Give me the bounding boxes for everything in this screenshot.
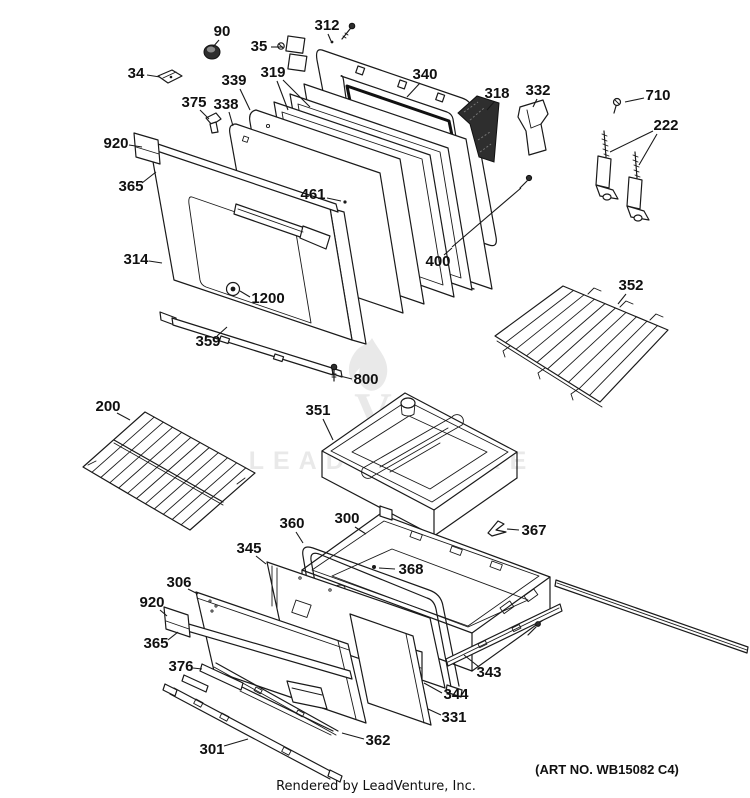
part-label-35: 35	[251, 38, 268, 55]
part-label-365a: 365	[118, 178, 143, 195]
flame-icon	[348, 338, 388, 391]
part-222-hinge-right	[626, 151, 650, 222]
part-label-375: 375	[181, 94, 206, 111]
part-400-screw	[451, 174, 533, 248]
part-label-461: 461	[300, 186, 325, 203]
part-label-1200: 1200	[251, 290, 284, 307]
part-312-screw	[330, 22, 356, 44]
door-handle	[233, 203, 331, 250]
part-label-319: 319	[260, 64, 285, 81]
part-label-222: 222	[653, 117, 678, 134]
part-label-343: 343	[476, 664, 501, 681]
part-461-screw	[343, 200, 347, 204]
part-number-labels: 90 34 35 312 319 339 340 318 332 710 222…	[95, 17, 678, 758]
part-label-920a: 920	[103, 135, 128, 152]
part-label-360: 360	[279, 515, 304, 532]
part-label-800: 800	[353, 371, 378, 388]
part-label-34: 34	[128, 65, 145, 82]
part-90-bumper	[203, 44, 221, 60]
part-label-368: 368	[398, 561, 423, 578]
part-800-screw	[330, 363, 338, 382]
part-label-365b: 365	[143, 635, 168, 652]
part-label-331: 331	[441, 709, 466, 726]
part-314-door-front-panel	[151, 147, 367, 345]
part-222-hinge-left	[595, 130, 619, 201]
part-920-end-cap-door	[133, 132, 161, 165]
part-35-latch-plates	[277, 35, 308, 72]
part-710-screw	[612, 97, 622, 114]
part-label-340: 340	[412, 66, 437, 83]
part-label-345: 345	[236, 540, 261, 557]
part-label-301: 301	[199, 741, 224, 758]
part-34-clip	[157, 69, 183, 84]
part-368-rivet	[372, 565, 376, 569]
part-label-90: 90	[214, 23, 231, 40]
part-label-376: 376	[168, 658, 193, 675]
part-label-318: 318	[484, 85, 509, 102]
part-label-300: 300	[334, 510, 359, 527]
part-375-clip	[205, 112, 222, 134]
part-label-200: 200	[95, 398, 120, 415]
rendered-by-credit: Rendered by LeadVenture, Inc.	[276, 779, 476, 794]
part-343-drawer-slide-right	[554, 579, 749, 654]
part-label-352: 352	[618, 277, 643, 294]
part-200-oven-rack	[82, 411, 256, 531]
part-label-306: 306	[166, 574, 191, 591]
part-label-314: 314	[123, 251, 149, 268]
part-label-332: 332	[525, 82, 550, 99]
part-label-339: 339	[221, 72, 246, 89]
part-label-710: 710	[645, 87, 670, 104]
part-920-end-cap-drawer	[163, 606, 191, 638]
part-label-362: 362	[365, 732, 390, 749]
part-362-trim-strip	[213, 662, 339, 736]
part-351-broiler-pan	[321, 392, 518, 537]
part-label-920b: 920	[139, 594, 164, 611]
part-label-338: 338	[213, 96, 238, 113]
part-376-trim-rods	[181, 663, 334, 736]
part-label-344: 344	[443, 686, 469, 703]
part-352-oven-rack	[494, 285, 669, 408]
part-332-bracket	[517, 99, 549, 156]
part-318-insulation-foam	[457, 95, 500, 163]
art-number: (ART NO. WB15082 C4)	[535, 762, 679, 777]
part-label-351: 351	[305, 402, 330, 419]
part-301-bottom-trim	[162, 683, 343, 783]
part-label-359: 359	[195, 333, 220, 350]
leader-lines	[116, 33, 658, 747]
part-label-400: 400	[425, 253, 450, 270]
part-367-clip	[487, 520, 507, 537]
part-343-drawer-slide-front	[445, 603, 563, 667]
part-label-367: 367	[521, 522, 546, 539]
part-label-312: 312	[314, 17, 339, 34]
drawer-handle-pocket	[286, 680, 328, 710]
part-331-drawer-panel	[349, 613, 432, 726]
